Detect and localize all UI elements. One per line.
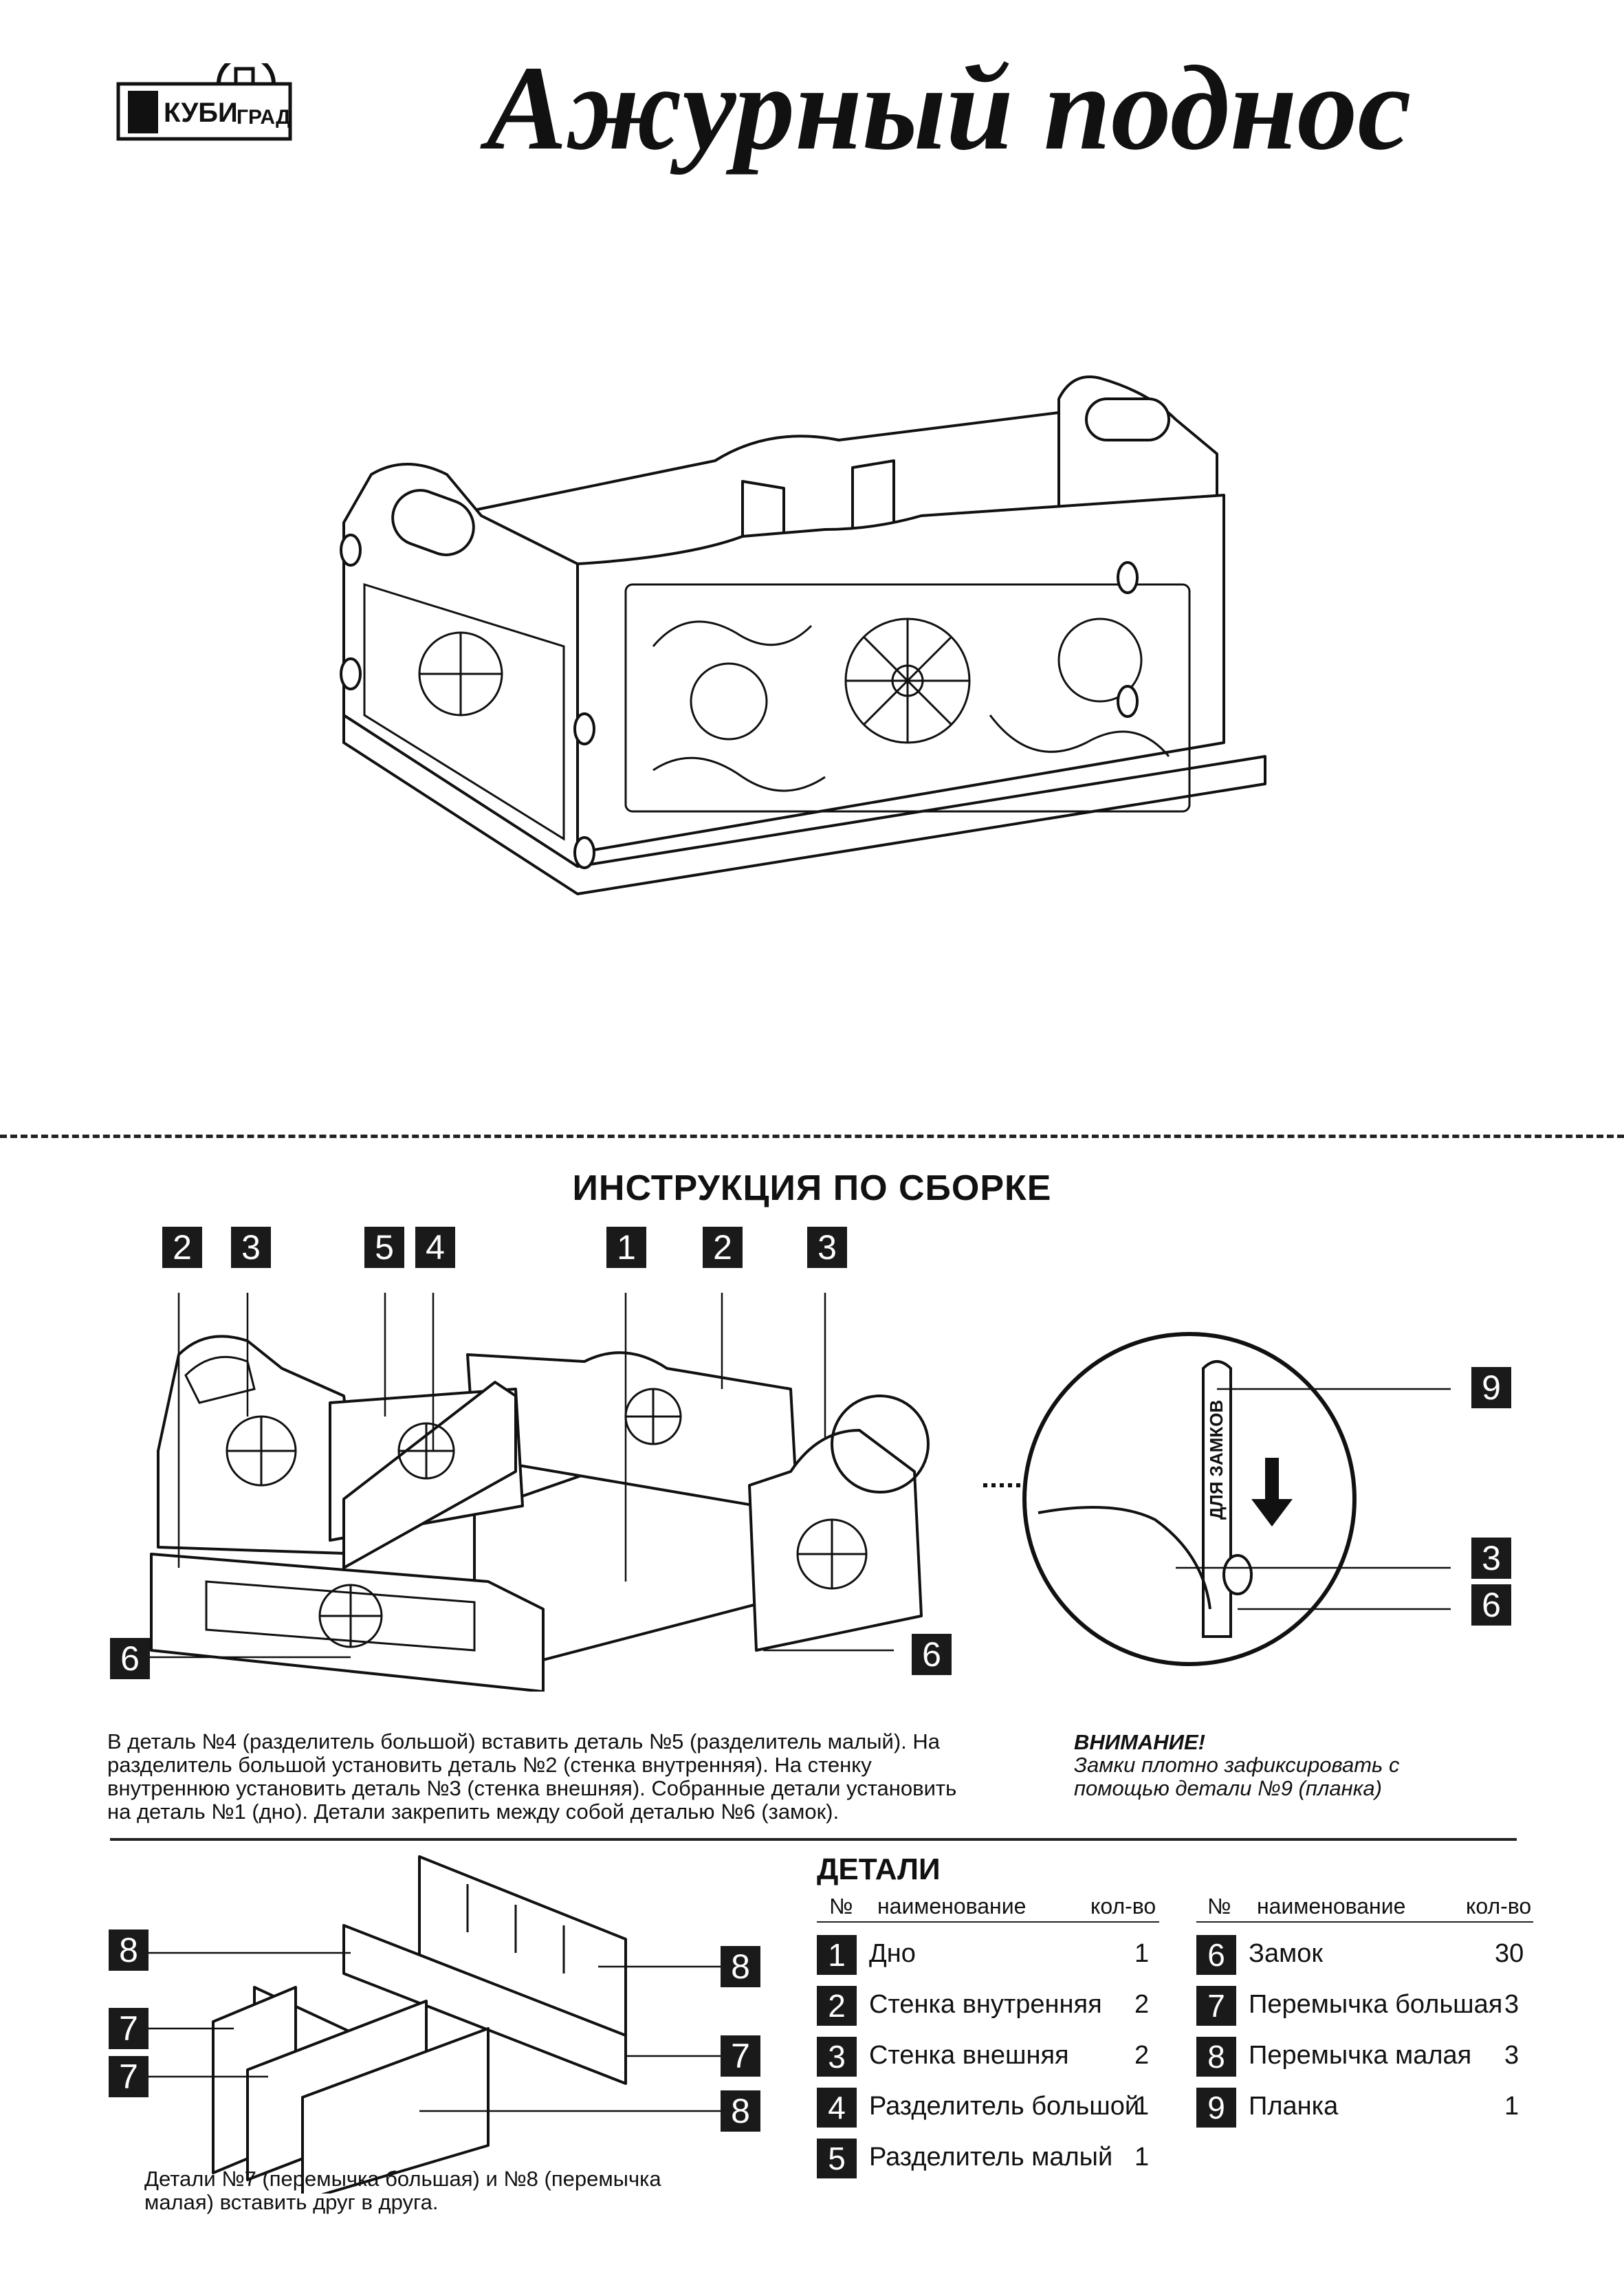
dividers-note: Детали №7 (перемычка большая) и №8 (пере… <box>144 2167 804 2214</box>
part-number-badge: 4 <box>817 2088 857 2128</box>
part-name: Дно <box>869 1939 916 1968</box>
table-row: 8 Перемычка малая 3 <box>1196 2037 1533 2077</box>
part-number-badge: 6 <box>1196 1935 1236 1975</box>
warning-line: помощью детали №9 (планка) <box>1074 1776 1382 1800</box>
part-number-badge: 9 <box>1196 2088 1236 2128</box>
note-line: Детали №7 (перемычка большая) и №8 (пере… <box>144 2167 661 2191</box>
col-header-underline <box>817 1921 1159 1923</box>
callout-badge: 4 <box>415 1227 455 1268</box>
instruction-line: разделитель большой установить деталь №2… <box>107 1753 872 1777</box>
col-header-qty: кол-во <box>1090 1894 1156 1918</box>
part-qty: 1 <box>1134 2143 1150 2172</box>
part-number-badge: 2 <box>817 1986 857 2026</box>
col-header-name: наименование <box>877 1894 1027 1918</box>
callout-badge: 1 <box>606 1227 646 1268</box>
part-name: Планка <box>1249 2092 1339 2121</box>
part-number-badge: 1 <box>817 1935 857 1975</box>
part-name: Замок <box>1249 1939 1323 1968</box>
cut-line <box>0 1135 1624 1138</box>
warning-text: Замки плотно зафиксировать с помощью дет… <box>1074 1753 1459 1800</box>
callout-badge: 8 <box>721 2090 760 2132</box>
part-name: Перемычка большая <box>1249 1990 1503 2019</box>
logo-text-kubi: КУБИ <box>164 98 238 128</box>
lock-label: ДЛЯ ЗАМКОВ <box>1206 1400 1227 1520</box>
part-name: Стенка внутренняя <box>869 1990 1102 2019</box>
part-name: Перемычка малая <box>1249 2041 1472 2070</box>
details-title: ДЕТАЛИ <box>817 1852 941 1886</box>
table-row: 6 Замок 30 <box>1196 1935 1533 1975</box>
callout-badge: 3 <box>231 1227 271 1268</box>
col-header-name: наименование <box>1257 1894 1406 1918</box>
callout-badge: 5 <box>364 1227 404 1268</box>
table-row: 1 Дно 1 <box>817 1935 1161 1975</box>
part-qty: 30 <box>1495 1939 1524 1968</box>
callout-badge: 9 <box>1471 1367 1511 1408</box>
table-row: 9 Планка 1 <box>1196 2088 1533 2128</box>
part-name: Разделитель малый <box>869 2143 1113 2172</box>
part-name: Разделитель большой <box>869 2092 1140 2121</box>
dividers-diagram <box>144 1855 722 2194</box>
callout-badge: 8 <box>109 1929 149 1971</box>
col-header-num: № <box>829 1894 853 1918</box>
callout-badge: 7 <box>109 2056 149 2097</box>
note-line: малая) вставить друг в друга. <box>144 2190 439 2214</box>
callout-badge: 8 <box>721 1946 760 1987</box>
callout-badge: 7 <box>721 2035 760 2077</box>
assembly-diagram: ДЛЯ ЗАМКОВ <box>138 1293 1451 1692</box>
assembly-instructions: В деталь №4 (разделитель большой) встави… <box>107 1730 1063 1824</box>
table-row: 4 Разделитель большой 1 <box>817 2088 1161 2128</box>
table-row: 7 Перемычка большая 3 <box>1196 1986 1533 2026</box>
col-header-qty: кол-во <box>1466 1894 1532 1918</box>
instruction-line: на деталь №1 (дно). Детали закрепить меж… <box>107 1800 840 1824</box>
table-row: 3 Стенка внешняя 2 <box>817 2037 1161 2077</box>
part-qty: 1 <box>1134 1939 1150 1968</box>
part-number-badge: 3 <box>817 2037 857 2077</box>
logo-mark-icon <box>116 54 292 141</box>
part-number-badge: 8 <box>1196 2037 1236 2077</box>
part-qty: 1 <box>1504 2092 1519 2121</box>
logo-text-grad: ГРАД <box>237 106 291 129</box>
warning-line: Замки плотно зафиксировать с <box>1074 1753 1400 1777</box>
col-header-underline <box>1196 1921 1533 1923</box>
table-row: 2 Стенка внутренняя 2 <box>817 1986 1161 2026</box>
instruction-line: внутреннюю установить деталь №3 (стенка … <box>107 1776 957 1800</box>
part-name: Стенка внешняя <box>869 2041 1069 2070</box>
callout-badge: 6 <box>912 1634 952 1675</box>
part-qty: 3 <box>1504 2041 1519 2070</box>
part-number-badge: 5 <box>817 2139 857 2178</box>
section-divider <box>110 1838 1517 1841</box>
assembled-tray-illustration <box>340 375 1266 895</box>
callout-badge: 2 <box>162 1227 202 1268</box>
warning-title: ВНИМАНИЕ! <box>1074 1730 1205 1754</box>
part-qty: 1 <box>1134 2092 1150 2121</box>
instruction-line: В деталь №4 (разделитель большой) встави… <box>107 1729 940 1753</box>
callout-badge: 2 <box>703 1227 743 1268</box>
callout-badge: 7 <box>109 2008 149 2049</box>
callout-badge: 3 <box>807 1227 847 1268</box>
part-qty: 2 <box>1134 2041 1150 2070</box>
part-number-badge: 7 <box>1196 1986 1236 2026</box>
part-qty: 2 <box>1134 1990 1150 2019</box>
callout-badge: 6 <box>1471 1584 1511 1626</box>
callout-badge: 3 <box>1471 1538 1511 1579</box>
page-title: Ажурный поднос <box>486 41 1412 175</box>
table-row: 5 Разделитель малый 1 <box>817 2139 1161 2178</box>
section-title: ИНСТРУКЦИЯ ПО СБОРКЕ <box>572 1168 1052 1208</box>
part-qty: 3 <box>1504 1990 1519 2019</box>
col-header-num: № <box>1207 1894 1231 1918</box>
callout-badge: 6 <box>110 1638 150 1679</box>
brand-logo: КУБИ ГРАД <box>116 54 294 153</box>
